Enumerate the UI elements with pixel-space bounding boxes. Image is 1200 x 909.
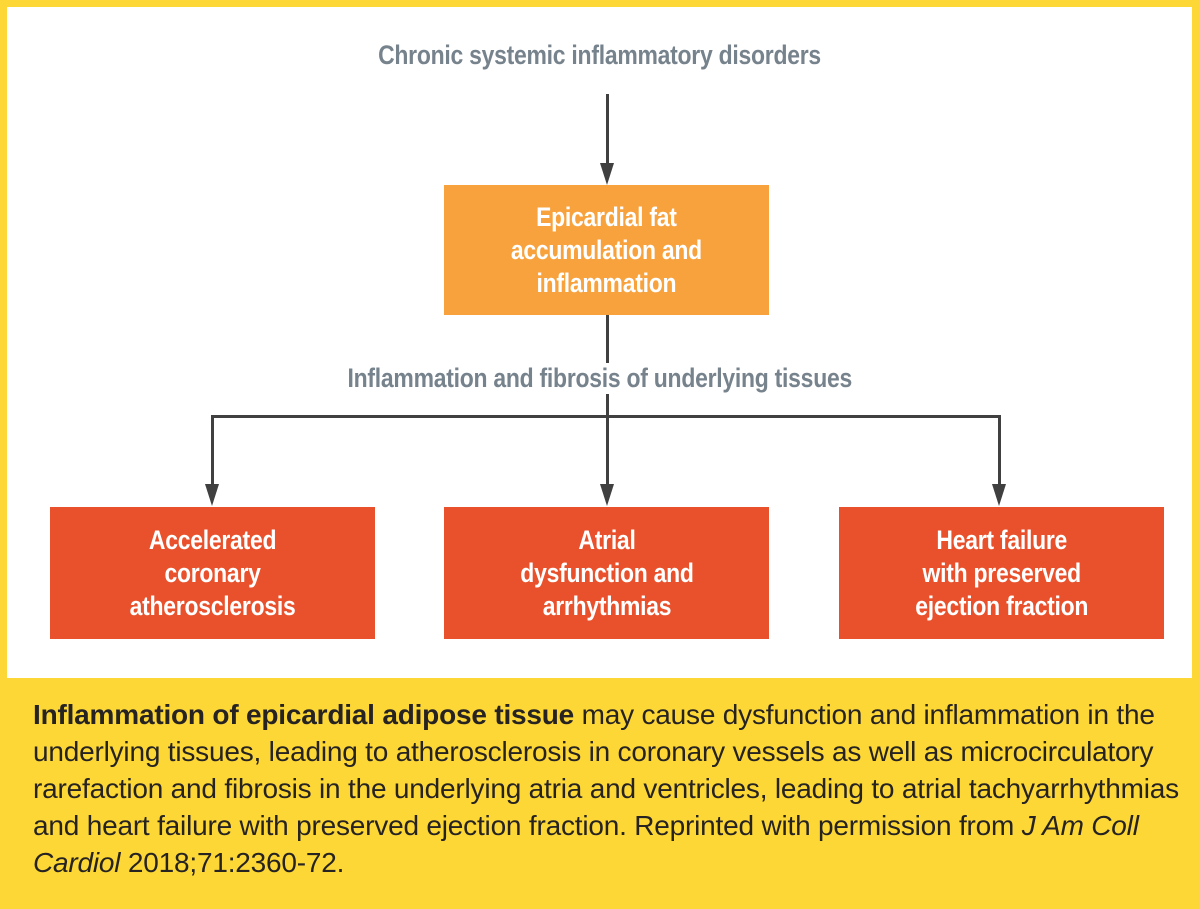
arrow-shaft-right (998, 415, 1001, 485)
epicardial-fat-box-label: Epicardial fat accumulation and inflamma… (510, 201, 703, 298)
arrow-down-icon (600, 163, 614, 185)
arrow-shaft-top (606, 94, 609, 164)
caption-lead-bold: Inflammation of epicardial adipose tissu… (33, 699, 575, 730)
arrow-shaft-left (211, 415, 214, 485)
caption-body: may cause dysfunction and inflammation i… (33, 699, 1179, 841)
mid-label-text: Inflammation and fibrosis of underlying … (342, 363, 857, 394)
outcome-box-label: Accelerated coronary atherosclerosis (129, 524, 296, 621)
flowchart-panel: Chronic systemic inflammatory disorders … (7, 7, 1192, 678)
outcome-box-atherosclerosis: Accelerated coronary atherosclerosis (50, 507, 375, 639)
mid-label: Inflammation and fibrosis of underlying … (7, 363, 1192, 394)
arrow-down-icon (205, 484, 219, 506)
top-label-text: Chronic systemic inflammatory disorders (378, 40, 821, 70)
arrow-down-icon (600, 484, 614, 506)
caption-citation: 2018;71:2360-72. (120, 847, 345, 878)
arrow-down-icon (992, 484, 1006, 506)
outcome-box-heart-failure: Heart failure with preserved ejection fr… (839, 507, 1164, 639)
top-label: Chronic systemic inflammatory disorders (7, 40, 1192, 71)
outcome-box-label: Atrial dysfunction and arrhythmias (519, 524, 694, 621)
arrow-shaft-center (606, 415, 609, 485)
outcome-box-atrial-dysfunction: Atrial dysfunction and arrhythmias (444, 507, 769, 639)
figure-caption: Inflammation of epicardial adipose tissu… (33, 696, 1181, 881)
epicardial-fat-box: Epicardial fat accumulation and inflamma… (444, 185, 769, 315)
outcome-box-label: Heart failure with preserved ejection fr… (915, 524, 1088, 621)
caption-journal-name: J Am Coll Cardiol (33, 810, 1139, 878)
